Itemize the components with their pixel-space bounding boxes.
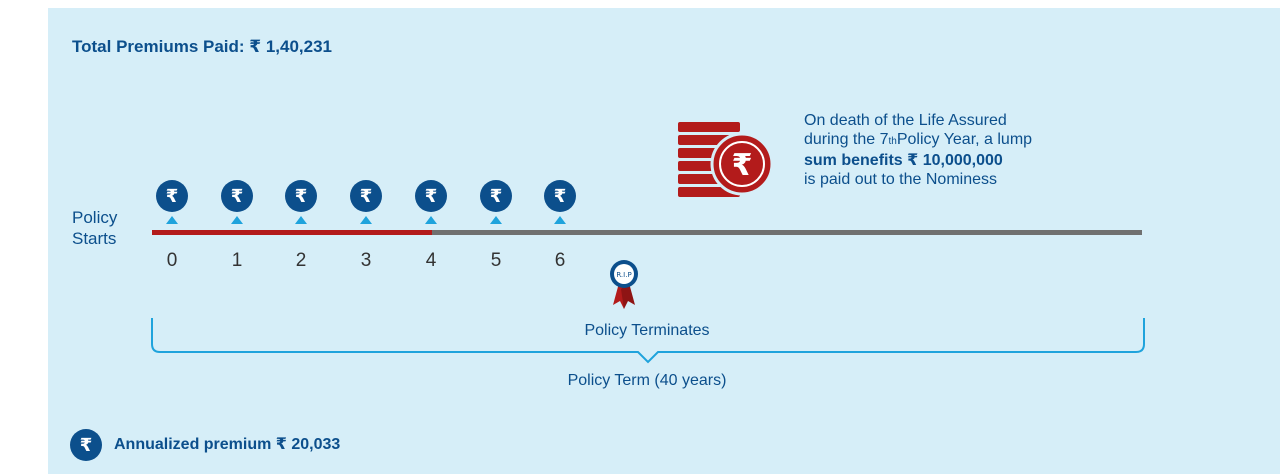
- timeline-year-label: 5: [490, 250, 502, 271]
- timeline-year-label: 6: [554, 250, 566, 271]
- death-benefit-amount: sum benefits ₹ 10,000,000: [804, 152, 1003, 169]
- death-benefit-line2-post: Policy Year, a lump: [896, 131, 1033, 148]
- premium-rupee-icon: ₹: [480, 180, 512, 212]
- timeline-year-label: 2: [295, 250, 307, 271]
- timeline-year-label: 1: [231, 250, 243, 271]
- premium-marker-icon: [425, 216, 437, 224]
- premium-marker-icon: [490, 216, 502, 224]
- timeline-year-label: 0: [166, 250, 178, 271]
- premium-rupee-icon: ₹: [156, 180, 188, 212]
- death-benefit-line4: is paid out to the Nominess: [804, 171, 997, 188]
- diagram-panel: [48, 8, 1280, 474]
- timeline-year-label: 3: [360, 250, 372, 271]
- premium-marker-icon: [554, 216, 566, 224]
- premium-marker-icon: [231, 216, 243, 224]
- death-benefit-text: On death of the Life Assured during the …: [804, 111, 1134, 189]
- policy-term-brace: [151, 318, 1145, 364]
- timeline-year-label: 4: [425, 250, 437, 271]
- premium-rupee-icon: ₹: [285, 180, 317, 212]
- rip-badge-icon: R.I.P: [610, 260, 638, 309]
- death-benefit-line1: On death of the Life Assured: [804, 112, 1007, 129]
- legend-rupee-icon: ₹: [70, 429, 102, 461]
- svg-text:₹: ₹: [732, 148, 753, 183]
- coin-stack-icon: ₹: [678, 122, 774, 197]
- policy-timeline-line: [432, 230, 1142, 235]
- premium-rupee-icon: ₹: [350, 180, 382, 212]
- premium-rupee-icon: ₹: [221, 180, 253, 212]
- total-premiums-label: Total Premiums Paid: ₹ 1,40,231: [72, 37, 333, 56]
- premium-rupee-icon: ₹: [544, 180, 576, 212]
- premium-rupee-icon: ₹: [415, 180, 447, 212]
- premium-marker-icon: [295, 216, 307, 224]
- policy-starts-label: Policy Starts: [72, 208, 118, 248]
- premium-marker-icon: [166, 216, 178, 224]
- death-benefit-line2: during the 7thPolicy Year, a lump: [804, 130, 1134, 151]
- paid-period-line: [152, 230, 432, 235]
- death-benefit-line2-sup: th: [888, 136, 897, 147]
- policy-terminates-label: Policy Terminates: [584, 322, 710, 339]
- rip-badge-text: R.I.P: [616, 271, 631, 279]
- premium-marker-icon: [360, 216, 372, 224]
- policy-term-label: Policy Term (40 years): [567, 372, 727, 389]
- death-benefit-line3: sum benefits ₹ 10,000,000: [804, 151, 1134, 170]
- legend-label: Annualized premium ₹ 20,033: [114, 436, 341, 453]
- death-benefit-line2-pre: during the 7: [804, 131, 889, 148]
